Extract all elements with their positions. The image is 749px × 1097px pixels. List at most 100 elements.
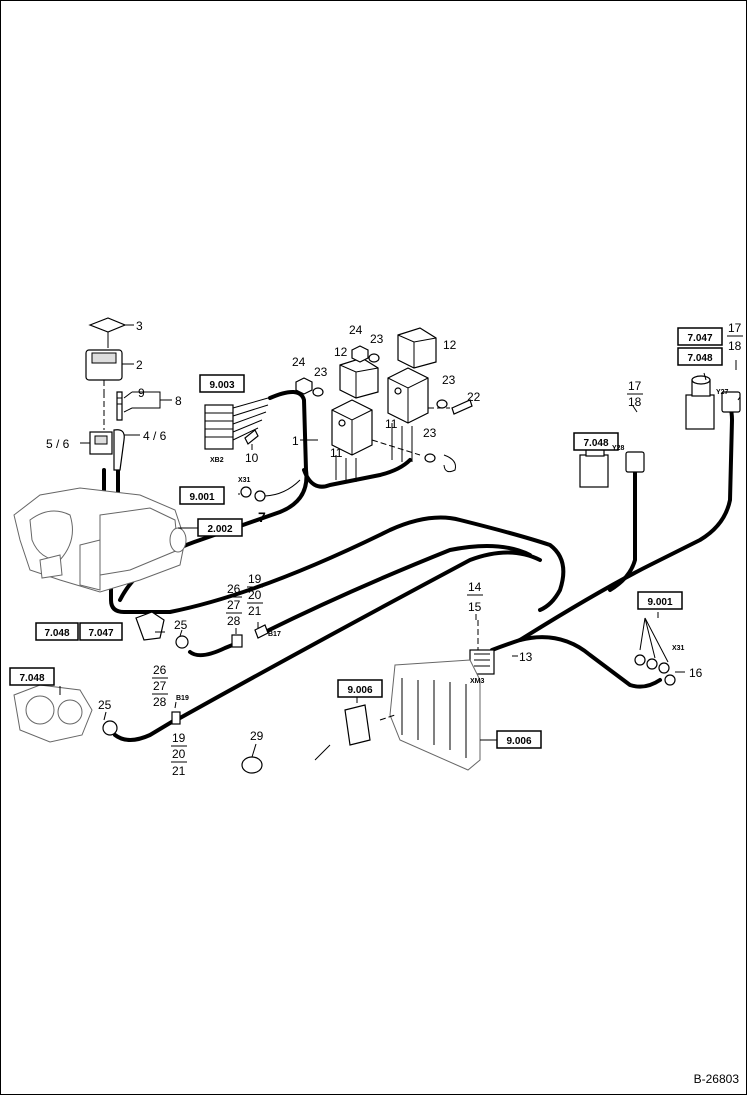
callout-12-b: 12 — [443, 338, 457, 352]
callout-28-a: 28 — [227, 614, 241, 628]
svg-text:7.047: 7.047 — [687, 333, 712, 344]
svg-text:9.001: 9.001 — [647, 597, 672, 608]
callout-10: 10 — [245, 451, 259, 465]
ref-box-7048-a: 7.048 — [35, 622, 79, 641]
svg-text:9.001: 9.001 — [189, 492, 214, 503]
callout-8: 8 — [175, 394, 182, 408]
connector-xm3 — [469, 620, 495, 675]
y28-plug — [625, 451, 645, 473]
relay-12-b — [397, 327, 437, 369]
nut-24-a — [295, 377, 313, 395]
callout-27-b: 27 — [153, 679, 167, 693]
y27-body — [685, 394, 715, 430]
svg-text:7.048: 7.048 — [687, 353, 712, 364]
callout-18-b: 18 — [728, 339, 742, 353]
svg-text:7.048: 7.048 — [44, 628, 69, 639]
callout-7: 7 — [258, 509, 266, 525]
callout-29: 29 — [250, 729, 264, 743]
ref-box-9001-lower: 9.001 — [637, 591, 683, 610]
callout-27-a: 27 — [227, 598, 241, 612]
reference-boxes: 9.003 9.001 2.002 7.048 7.047 7.048 9.00… — [9, 327, 723, 749]
lamp-bulb — [116, 391, 123, 421]
callout-24-b: 24 — [349, 323, 363, 337]
ref-box-9006-a: 9.006 — [337, 679, 383, 698]
ref-box-7048-b: 7.048 — [9, 667, 55, 686]
ref-box-2002: 2.002 — [197, 518, 243, 537]
tag-x31-upper: X31 — [238, 477, 251, 484]
svg-text:7.048: 7.048 — [19, 673, 44, 684]
relay-group — [295, 327, 473, 482]
callout-18-a: 18 — [628, 395, 642, 409]
callout-24-a: 24 — [292, 355, 306, 369]
relay-9-006 — [344, 704, 371, 746]
tag-x31-lower: X31 — [672, 645, 685, 652]
nut-24-b — [351, 345, 369, 363]
y27-plug — [721, 391, 741, 413]
washer-23-b — [368, 353, 380, 363]
lamp-socket — [113, 429, 125, 471]
switch-assembly — [85, 317, 127, 471]
callout-23-b: 23 — [370, 332, 384, 346]
terminal-strip-xb2 — [204, 397, 269, 450]
callout-1: 1 — [292, 434, 299, 448]
fuse-plate — [314, 659, 481, 771]
callout-19-b: 19 — [172, 731, 186, 745]
connector-26-28-b — [171, 711, 181, 725]
callout-28-b: 28 — [153, 695, 167, 709]
fuse-10 — [244, 429, 259, 445]
switch-cover — [88, 317, 127, 333]
callout-21-a: 21 — [248, 604, 262, 618]
ref-box-7047-a: 7.047 — [79, 622, 123, 641]
ref-box-9006-b: 9.006 — [496, 730, 542, 749]
callout-14: 14 — [468, 580, 482, 594]
svg-text:9.006: 9.006 — [347, 685, 372, 696]
callout-20-b: 20 — [172, 747, 186, 761]
washer-23-c — [436, 399, 448, 409]
svg-text:9.006: 9.006 — [506, 736, 531, 747]
callout-17-b: 17 — [728, 321, 742, 335]
tag-xm3: XM3 — [470, 678, 485, 685]
bracket-25-a — [135, 611, 165, 641]
clip-23 — [443, 454, 456, 473]
leader-lines — [59, 324, 741, 758]
svg-text:7.047: 7.047 — [88, 628, 113, 639]
callout-16: 16 — [689, 666, 703, 680]
callout-11-b: 11 — [385, 417, 398, 431]
y28-body — [579, 454, 609, 488]
relay-12-a — [339, 357, 379, 399]
callout-12-a: 12 — [334, 345, 348, 359]
callout-25-a: 25 — [174, 618, 188, 632]
tag-y28: Y28 — [612, 445, 625, 452]
callout-4-6: 4 / 6 — [143, 429, 167, 443]
ref-box-7048-d: 7.048 — [677, 347, 723, 366]
xb2-block — [204, 404, 234, 450]
callout-13: 13 — [519, 650, 533, 664]
callout-20-a: 20 — [248, 588, 262, 602]
washer-23-a — [312, 387, 324, 397]
callout-17-a: 17 — [628, 379, 642, 393]
sensor-group-left — [13, 611, 269, 774]
ref-box-9003: 9.003 — [199, 374, 245, 393]
callout-9: 9 — [138, 386, 145, 400]
screw-22 — [451, 399, 473, 415]
tag-y27: Y27 — [716, 389, 729, 396]
callout-23-c: 23 — [442, 373, 456, 387]
callout-19-a: 19 — [248, 572, 262, 586]
callout-21-b: 21 — [172, 764, 186, 778]
connector-x31-lower — [634, 617, 676, 686]
svg-text:2.002: 2.002 — [207, 524, 232, 535]
callout-25-b: 25 — [98, 698, 112, 712]
valve-y27 — [685, 375, 741, 430]
callout-26-a: 26 — [227, 582, 241, 596]
ref-box-7048-c: 7.048 — [573, 432, 619, 451]
callout-23-a: 23 — [314, 365, 328, 379]
tag-b19: B19 — [176, 695, 189, 702]
callout-15: 15 — [468, 600, 482, 614]
washer-23-d — [424, 453, 436, 463]
ref-box-9001-upper: 9.001 — [179, 486, 225, 505]
callout-22: 22 — [467, 390, 481, 404]
ref-box-7047-b: 7.047 — [677, 327, 723, 346]
callout-23-d: 23 — [423, 426, 437, 440]
callout-numbers: 3 2 9 8 5 / 6 4 / 6 10 1 7 24 23 12 24 2… — [46, 319, 743, 778]
